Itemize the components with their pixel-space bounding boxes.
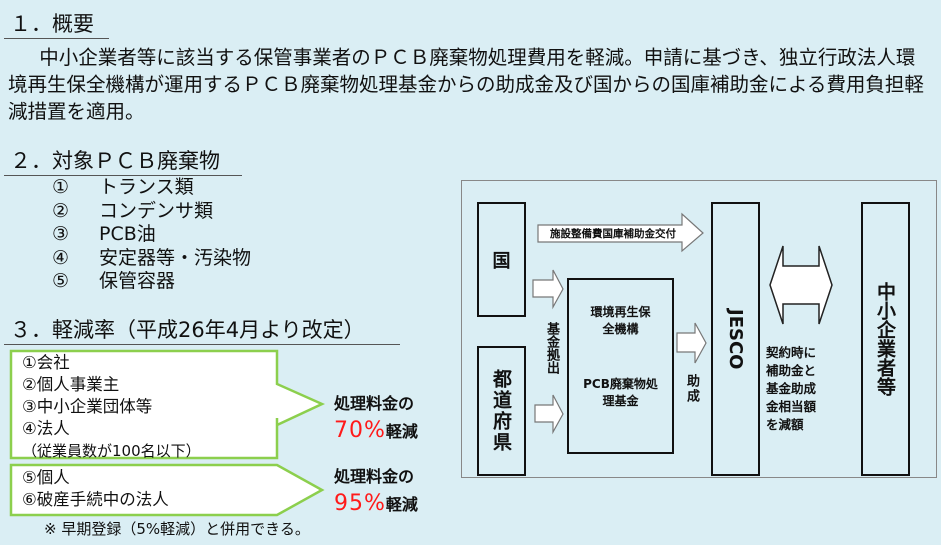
kuni-label: 国 (492, 250, 511, 272)
note: ※ 早期登録（5%軽減）と併用できる。 (44, 520, 310, 538)
list-item: ⑥破産手続中の法人 (22, 490, 169, 509)
list-item: ③中小企業団体等 (22, 397, 153, 416)
list-item: ②個人事業主 (22, 375, 120, 394)
reduction-percent: 95% (334, 491, 386, 516)
jesco-label: JESCO (725, 308, 746, 370)
fund-label: PCB廃棄物処理基金 (583, 377, 658, 408)
section-3-heading: ３．軽減率（平成26年4月より改定） (4, 316, 400, 345)
double-arrow-icon (769, 245, 833, 325)
list-item: ①会社 (22, 353, 70, 372)
contract-note: 契約時に補助金と基金助成金相当額を減額 (766, 345, 817, 432)
result-2: 処理料金の 95%軽減 (334, 463, 418, 516)
fund-contribution-label: 基金拠出 (544, 322, 559, 374)
group-1-list: ①会社 ②個人事業主 ③中小企業団体等 ④法人 （従業員数が100名以下） (22, 352, 201, 462)
group-callouts (9, 349, 326, 517)
reduction-suffix: 軽減 (385, 495, 418, 514)
subsidy-arrow (537, 212, 704, 253)
jesco-box: JESCO (711, 202, 760, 476)
list-item: ⑤個人 (22, 468, 70, 487)
org-label: 環境再生保全機構 (590, 305, 651, 336)
grant-label: 助成 (684, 374, 699, 404)
overview-text: 中小企業者等に該当する保管事業者のＰＣＢ廃棄物処理費用を軽減。申請に基づき、独立… (8, 46, 924, 123)
prefecture-box: 都道府県 (477, 346, 526, 476)
reduction-percent: 70% (334, 418, 386, 443)
subsidy-label: 施設整備費国庫補助金交付 (550, 228, 676, 240)
sme-box: 中小企業者等 (861, 202, 910, 476)
list-item: ④法人 (22, 419, 70, 438)
reduction-suffix: 軽減 (385, 422, 418, 441)
section-1-heading: １．概要 (4, 10, 109, 39)
group-1-callout (9, 349, 326, 460)
result-1: 処理料金の 70%軽減 (334, 390, 418, 443)
result-label: 処理料金の (334, 394, 415, 413)
prefecture-label: 都道府県 (490, 369, 512, 453)
sme-label: 中小企業者等 (874, 282, 896, 396)
flow-diagram (461, 180, 937, 478)
group-2-callout (9, 463, 325, 517)
section-2-heading: ２．対象ＰＣＢ廃棄物 (4, 147, 242, 176)
group-2-list: ⑤個人 ⑥破産手続中の法人 (22, 467, 169, 511)
list-item: （従業員数が100名以下） (22, 442, 201, 460)
pref-arrow (534, 394, 564, 435)
kuni-arrow (532, 269, 564, 310)
grant-arrow (676, 322, 707, 364)
org-box: 環境再生保全機構 PCB廃棄物処理基金 (567, 278, 674, 454)
result-label: 処理料金の (334, 467, 415, 486)
kuni-box: 国 (477, 202, 526, 317)
